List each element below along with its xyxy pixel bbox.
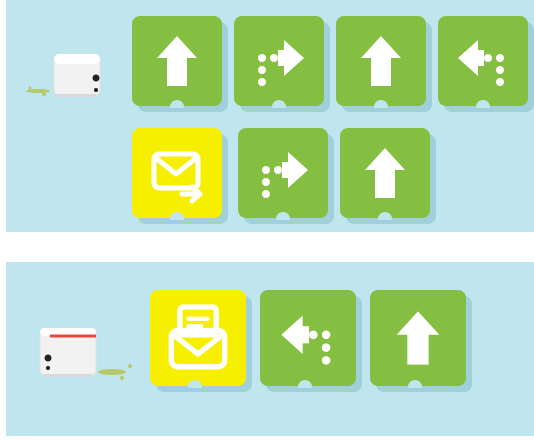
command-block-up[interactable] <box>340 128 430 218</box>
send-envelope-icon <box>132 128 222 218</box>
command-block-turn-right[interactable] <box>238 128 328 218</box>
command-block-up[interactable] <box>336 16 426 106</box>
dotted-turn-right-icon <box>234 16 324 106</box>
arrow-up-icon <box>340 128 430 218</box>
bottom-program-panel <box>6 262 534 436</box>
top-program-panel <box>6 0 534 232</box>
robot-with-red-line-icon[interactable] <box>36 322 136 382</box>
robot-icon[interactable] <box>24 48 106 102</box>
arrow-up-icon <box>336 16 426 106</box>
message-block-send[interactable] <box>132 128 222 218</box>
arrow-up-icon <box>370 290 466 386</box>
command-block-turn-left[interactable] <box>260 290 356 386</box>
command-block-turn-left[interactable] <box>438 16 528 106</box>
dotted-turn-left-icon <box>438 16 528 106</box>
arrow-up-icon <box>132 16 222 106</box>
command-block-up[interactable] <box>132 16 222 106</box>
open-envelope-icon <box>150 290 246 386</box>
command-block-turn-right[interactable] <box>234 16 324 106</box>
dotted-turn-right-icon <box>238 128 328 218</box>
message-block-receive[interactable] <box>150 290 246 386</box>
command-block-up[interactable] <box>370 290 466 386</box>
dotted-turn-left-icon <box>260 290 356 386</box>
